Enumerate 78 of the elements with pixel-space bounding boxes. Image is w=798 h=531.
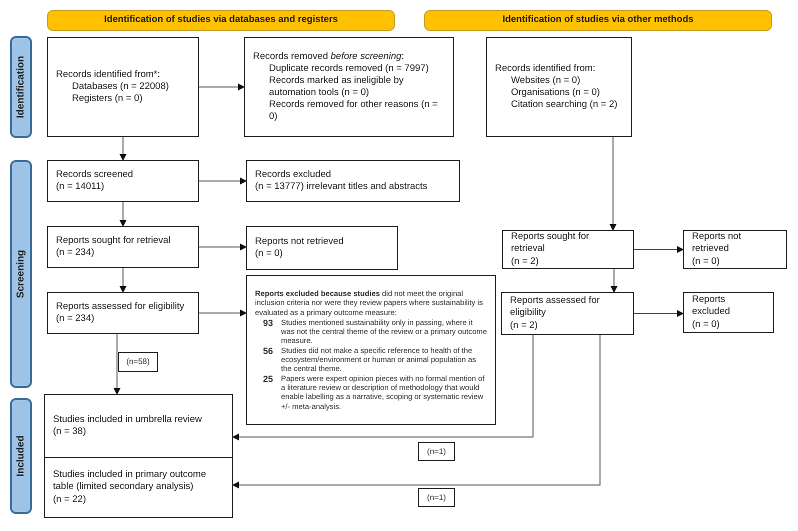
box-text: Databases (n = 22008) bbox=[71, 81, 170, 93]
phase-bar bbox=[10, 160, 32, 388]
box-text: Studies included in primary outcome table (limited secondary analysis) bbox=[53, 468, 208, 494]
box-text: Records identified from*: bbox=[56, 69, 162, 82]
process-box bbox=[502, 230, 634, 269]
box-text: Studies included in umbrella review bbox=[53, 414, 203, 426]
edge-label: (n=1) bbox=[418, 488, 455, 507]
process-box bbox=[501, 292, 634, 335]
arrow bbox=[232, 334, 534, 440]
process-box bbox=[47, 226, 199, 268]
box-text: (n = 234) bbox=[56, 313, 96, 326]
box-text: (n = 0) bbox=[692, 256, 721, 268]
box-text: Reports excluded bbox=[692, 294, 732, 319]
process-box bbox=[244, 37, 454, 137]
phase-bar bbox=[10, 398, 32, 514]
box-text: Registers (n = 0) bbox=[71, 92, 144, 105]
section-heading: Identification of studies via databases and registers bbox=[104, 13, 338, 28]
box-text: Records removed before screening: bbox=[253, 51, 406, 64]
box-text: Records removed for other reasons (n = 0) bbox=[268, 98, 439, 123]
box-text: (n = 0) bbox=[255, 248, 284, 260]
result-box bbox=[44, 394, 233, 458]
arrow bbox=[120, 202, 126, 227]
arrow bbox=[198, 178, 247, 184]
process-box bbox=[47, 160, 199, 202]
box-text: Reports assessed for eligibility bbox=[56, 300, 186, 313]
section-heading: Identification of studies via other methods bbox=[502, 13, 694, 28]
box-text: Reports sought for retrieval bbox=[56, 234, 172, 247]
box-text: Reports sought for retrieval bbox=[511, 230, 590, 256]
box-text: Records identified from: bbox=[495, 63, 596, 76]
process-box bbox=[246, 226, 398, 270]
count-number: 93 bbox=[262, 318, 274, 330]
box-text: Reports not retrieved bbox=[255, 236, 345, 248]
box-text: Duplicate records removed (n = 7997) bbox=[268, 63, 430, 76]
arrow bbox=[120, 268, 126, 293]
edge-label: (n=58) bbox=[118, 352, 158, 372]
process-box bbox=[47, 292, 199, 334]
box-text: (n = 13777) irrelevant titles and abstracts bbox=[255, 181, 428, 194]
box-text: Records screened bbox=[56, 168, 134, 181]
box-text: (n = 22) bbox=[53, 494, 88, 506]
box-text: Websites (n = 0) bbox=[510, 75, 582, 87]
arrow bbox=[634, 246, 684, 253]
process-box bbox=[47, 37, 199, 137]
count-number: 25 bbox=[262, 374, 274, 386]
count-number: 56 bbox=[262, 346, 274, 358]
phase-label: Identification bbox=[14, 56, 28, 118]
phase-label: Included bbox=[14, 435, 28, 477]
arrow bbox=[610, 268, 618, 293]
process-box bbox=[486, 37, 632, 137]
process-box bbox=[683, 292, 774, 333]
box-text: Reports assessed for eligibility bbox=[510, 294, 601, 320]
section-header-bar bbox=[47, 10, 395, 31]
process-box bbox=[683, 230, 787, 269]
box-text: Reports not retrieved bbox=[692, 230, 742, 256]
box-text: (n = 38) bbox=[53, 426, 88, 438]
process-box bbox=[246, 275, 496, 425]
box-text: (n = 0) bbox=[692, 318, 721, 332]
phase-label: Screening bbox=[14, 250, 28, 298]
box-text: Records marked as ineligible by automation tools (n = 0) bbox=[268, 75, 405, 99]
result-box bbox=[44, 458, 233, 518]
box-text: Citation searching (n = 2) bbox=[510, 98, 618, 111]
process-box bbox=[246, 160, 460, 202]
arrow bbox=[120, 136, 126, 161]
edge-label: (n=1) bbox=[418, 442, 455, 461]
section-header-bar bbox=[424, 10, 772, 31]
arrow bbox=[610, 136, 616, 231]
box-text: (n = 234) bbox=[56, 247, 96, 260]
arrow bbox=[634, 310, 684, 317]
box-text: (n = 14011) bbox=[56, 181, 106, 194]
arrow bbox=[114, 334, 120, 395]
arrow bbox=[198, 310, 247, 316]
box-text: (n = 2) bbox=[511, 256, 540, 268]
arrow bbox=[232, 334, 600, 488]
box-text: Organisations (n = 0) bbox=[510, 87, 601, 99]
phase-bar bbox=[10, 36, 32, 138]
arrow bbox=[198, 244, 247, 250]
arrow bbox=[198, 84, 245, 90]
box-text: (n = 2) bbox=[510, 320, 539, 332]
box-text: Records excluded bbox=[255, 168, 332, 181]
